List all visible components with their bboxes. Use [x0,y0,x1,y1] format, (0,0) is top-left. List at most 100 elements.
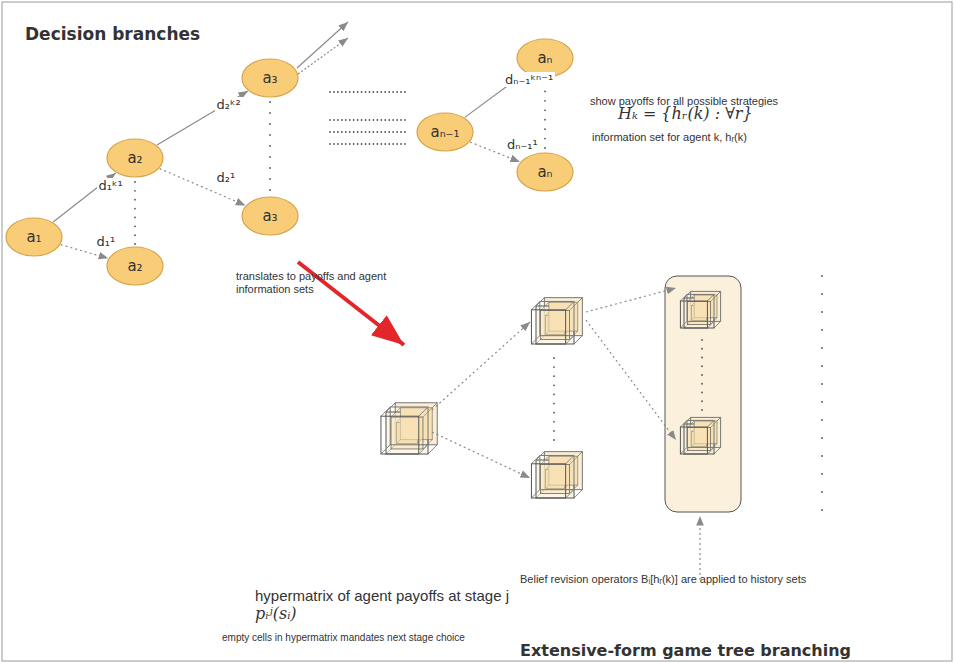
ellipsis-dot [701,374,703,376]
section-heading-box: Decision branches [25,24,200,44]
ellipsis-dot [373,131,375,133]
section-heading: Extensive-form game tree branching [520,641,851,660]
ellipsis-dot [376,91,378,93]
ellipsis-dot [392,131,394,133]
decision-symbol: dₙ₋₁ᵏⁿ⁻¹ [505,72,553,87]
decision-node: aₙ₋₁ [416,112,474,152]
ellipsis-dot [821,419,823,421]
ellipsis-dot [380,91,382,93]
ellipsis-dot [553,439,555,441]
ellipsis-dot [134,225,136,227]
ellipsis-dot [329,143,331,145]
ellipsis-dot [357,143,359,145]
ellipsis-dot [341,131,343,133]
ellipsis-dot [821,401,823,403]
ellipsis-dot [553,375,555,377]
ellipsis-dot [821,491,823,493]
decision-node: a₂ [106,246,164,286]
ellipsis-dot [365,143,367,145]
ellipsis-dot [821,509,823,511]
ellipsis-dot [365,131,367,133]
ellipsis-dot [333,119,335,121]
ellipsis-dot [369,131,371,133]
ellipsis-dot [388,91,390,93]
ellipsis-dot [544,147,546,149]
ellipsis-dot [376,143,378,145]
ellipsis-dot [821,293,823,295]
ellipsis-dot [384,143,386,145]
annotation: empty cells in hypermatrix mandates next… [222,632,465,644]
decision-node: a₁ [5,217,63,257]
ellipsis-dot [544,119,546,121]
ellipsis-dot [341,119,343,121]
decision-edge [160,169,246,206]
ellipsis-dot [544,91,546,93]
ellipsis-dot [269,145,271,147]
annotation-box: Belief revision operators Bᵢ[hᵣ(k)] are … [520,568,806,587]
ellipsis-dot [269,112,271,114]
annotation: hypermatrix of agent payoffs at stage j [255,587,509,605]
formula: pᵢʲ(sᵢ) [255,604,297,623]
ellipsis-dot [553,357,555,359]
ellipsis-dot [553,421,555,423]
ellipsis-dot [269,189,271,191]
section-heading: Decision branches [25,24,200,44]
ellipsis-dot [134,234,136,236]
edge-label: d₁ᵏ¹ [97,178,125,193]
ellipsis-dot [369,143,371,145]
ellipsis-dot [553,394,555,396]
ellipsis-dot [384,119,386,121]
stage-arrow [586,288,676,312]
ellipsis-dot [396,91,398,93]
ellipsis-dot [337,91,339,93]
history-set-band [665,276,741,512]
node-label: aₙ [537,49,552,67]
ellipsis-dot [361,91,363,93]
decision-node: a₃ [241,58,299,98]
node-label: a₃ [262,207,277,225]
ellipsis-dot [269,178,271,180]
ellipsis-dot [349,91,351,93]
ellipsis-dot [821,275,823,277]
ellipsis-dot [388,143,390,145]
ellipsis-dot [345,91,347,93]
decision-symbol: d₂ᵏ² [217,97,241,112]
ellipsis-dot [396,143,398,145]
ellipsis-dot [380,119,382,121]
ellipsis-dot [349,119,351,121]
ellipsis-dot [333,143,335,145]
ellipsis-dot [349,143,351,145]
annotation-box: information set for agent k, hᵣ(k) [592,126,747,145]
ellipsis-dot [400,143,402,145]
ellipsis-dot [544,109,546,111]
ellipsis-dot [821,473,823,475]
ellipsis-dot [392,143,394,145]
ellipsis-dot [365,91,367,93]
ellipsis-dot [701,392,703,394]
annotation-box: hypermatrix of agent payoffs at stage j [255,586,509,605]
ellipsis-dot [404,119,406,121]
ellipsis-dot [341,143,343,145]
ellipsis-dot [345,131,347,133]
payoff-hypermatrix [531,452,582,498]
ellipsis-dot [361,143,363,145]
annotation-box: translates to payoffs and agent informat… [236,270,401,297]
payoff-hypermatrix [680,417,720,454]
ellipsis-dot [396,131,398,133]
ellipsis-dot [553,366,555,368]
ellipsis-dot [701,409,703,411]
decision-edge [157,91,248,145]
ellipsis-dot [388,131,390,133]
ellipsis-dot [134,208,136,210]
annotation: information set for agent k, hᵣ(k) [592,131,747,144]
decision-symbol: d₂¹ [217,170,236,185]
ellipsis-dot [821,437,823,439]
formula-box: pᵢʲ(sᵢ) [255,604,297,623]
ellipsis-dot [134,199,136,201]
ellipsis-dot [345,143,347,145]
ellipsis-dot [380,143,382,145]
ellipsis-dot [544,128,546,130]
